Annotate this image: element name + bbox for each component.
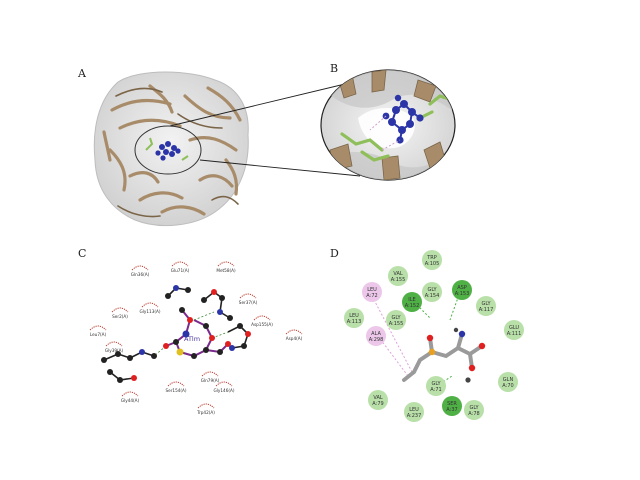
atoms-c [101, 285, 251, 383]
hydrophobic-arc [254, 316, 270, 320]
hydrophobic-arc [202, 372, 218, 376]
residue-number: A:111 [507, 331, 522, 337]
residue-number: A:154 [425, 293, 440, 299]
residue-bonds-c [104, 288, 248, 380]
hydrophobic-arc [142, 303, 158, 307]
residue-number: A:298 [369, 337, 384, 343]
ligand-atoms-d [427, 328, 485, 383]
hydrophobic-arc [106, 342, 122, 346]
panel-d-interactions: TRPA:105VALA:155LEUA:72GLYA:154ASPA:153I… [344, 250, 524, 422]
residue-label-c: Asp155(A) [251, 322, 273, 327]
hydrophobic-arc [168, 382, 184, 386]
residue-number: A:153 [455, 291, 470, 297]
residue-label-c: Ser2(A) [112, 314, 128, 319]
hydrophobic-arc [122, 392, 138, 396]
residue-label-c: Leu7(A) [90, 332, 107, 337]
hydrophobic-arc [112, 308, 128, 312]
residue-label-c: Gln36(A) [131, 272, 150, 277]
ligand-sticks-d [404, 334, 482, 380]
residue-label-c: Trp42(A) [196, 410, 215, 415]
residue-number: A:152 [405, 303, 420, 309]
hydrophobic-arc [218, 262, 234, 266]
residue-label-c: Gln79(A) [201, 378, 220, 383]
residue-label-c: Ser154(A) [165, 388, 186, 393]
residue-label-c: Gly44(A) [121, 398, 140, 403]
residue-discs-d: TRPA:105VALA:155LEUA:72GLYA:154ASPA:153I… [344, 250, 524, 422]
residue-label-c: Gly113(A) [139, 309, 160, 314]
residue-number: A:155 [391, 277, 406, 283]
residue-number: A:155 [389, 321, 404, 327]
residue-number: A:237 [407, 413, 422, 419]
hydrophobic-arc [240, 294, 256, 298]
residue-label-c: Ser37(A) [239, 300, 258, 305]
residue-number: A:113 [347, 319, 362, 325]
panel-c-ligplot: ATlm Gln36(A) Glu71(A) Met58(A) Ser2(A) Gly1… [90, 262, 303, 415]
residue-number: A:71 [430, 387, 441, 393]
hydrophobic-arc [172, 262, 188, 266]
ligand-label-c: ATlm [184, 335, 200, 343]
residue-number: A:72 [366, 293, 377, 299]
residue-label-c: Glu71(A) [171, 268, 190, 273]
residue-label-c: Met58(A) [216, 268, 236, 273]
panel-b-zoom [321, 70, 458, 185]
residue-label-c: Gly39(A) [105, 348, 124, 353]
residue-number: A:37 [446, 407, 457, 413]
hydrophobic-arc [132, 266, 148, 270]
ligand-bonds-c [166, 310, 228, 356]
hydrophobic-arc [90, 326, 106, 330]
residue-number: A:78 [468, 411, 479, 417]
residue-label-c: Asp4(A) [286, 336, 303, 341]
hydrophobic-arc [198, 404, 214, 408]
panel-a-protein [94, 72, 248, 226]
residue-number: A:105 [425, 261, 440, 267]
residue-number: A:79 [372, 401, 383, 407]
residue-number: A:117 [479, 307, 494, 313]
hydrophobic-arc [286, 330, 302, 334]
residue-number: A:70 [502, 383, 513, 389]
residue-label-c: Gly146(A) [213, 388, 234, 393]
